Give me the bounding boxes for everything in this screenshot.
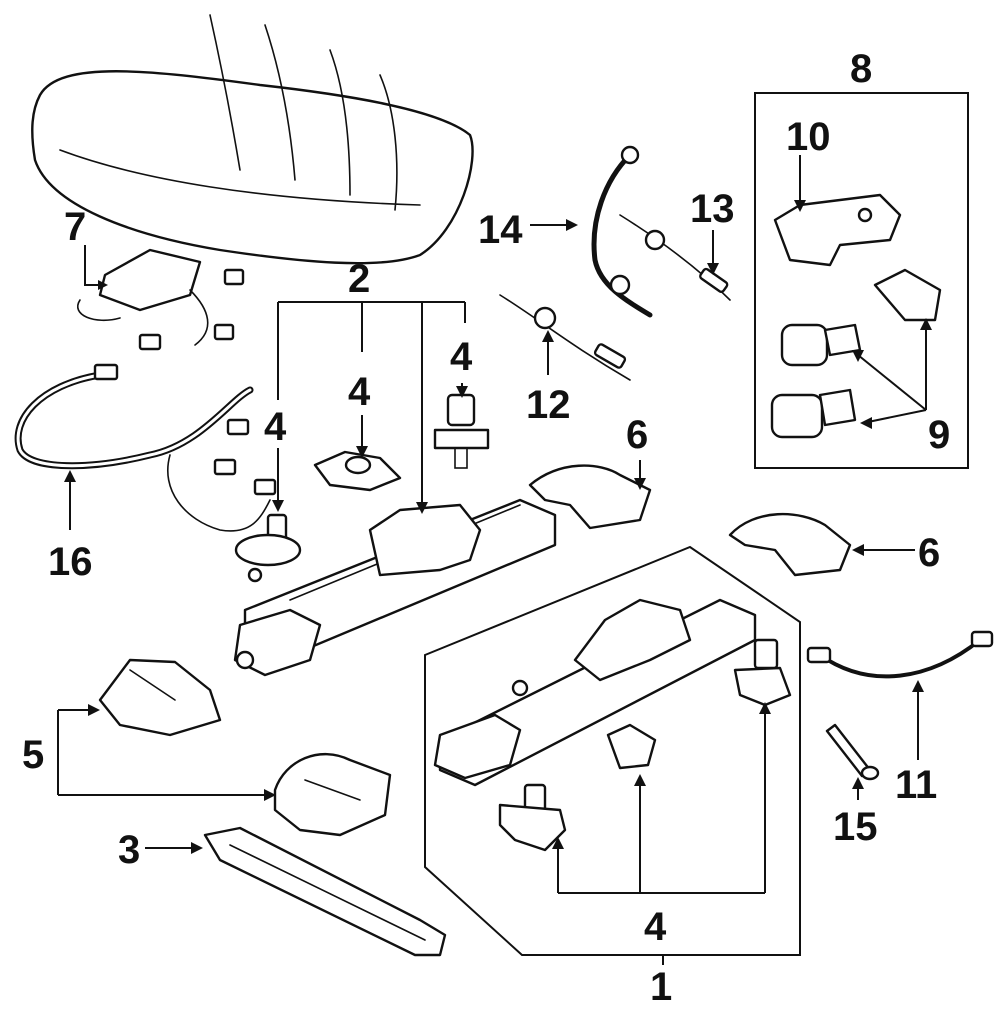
callout-5: 5 xyxy=(22,733,44,777)
cover-lower-2 xyxy=(273,752,392,837)
motor-lower-left xyxy=(498,783,567,852)
cable-12 xyxy=(499,294,631,381)
wiring-harness xyxy=(14,363,277,532)
callout-11: 11 xyxy=(895,763,937,807)
callout-4-middle: 4 xyxy=(348,370,371,414)
callout-4-lower: 4 xyxy=(644,905,667,949)
cable-11 xyxy=(806,630,994,679)
motor-left xyxy=(234,513,302,583)
motor-bracket-top xyxy=(313,450,402,492)
callout-6-upper: 6 xyxy=(626,413,648,457)
callout-8: 8 xyxy=(850,47,872,91)
callout-2: 2 xyxy=(348,257,370,301)
control-module xyxy=(77,248,245,351)
arrowheads xyxy=(64,200,932,854)
seat-track-upper xyxy=(233,498,557,677)
callout-14: 14 xyxy=(478,208,523,252)
motor-9b xyxy=(780,323,862,367)
leader-lines xyxy=(57,155,927,894)
cable-14 xyxy=(591,145,653,318)
callout-13: 13 xyxy=(690,187,735,231)
support-bar xyxy=(203,826,447,957)
callout-1: 1 xyxy=(650,965,672,1009)
motor-lower-middle xyxy=(606,723,657,770)
callout-numbers: 7 16 2 4 4 4 14 13 12 6 6 8 10 9 5 3 4 1… xyxy=(22,47,950,1009)
group-8-box xyxy=(754,92,969,469)
cable-13 xyxy=(619,214,731,301)
seat-track-lower xyxy=(433,598,757,787)
callout-15: 15 xyxy=(833,805,878,849)
motor-9a xyxy=(873,268,942,322)
group-1-outline xyxy=(424,545,801,956)
callout-6-right: 6 xyxy=(918,531,940,575)
callout-7: 7 xyxy=(64,205,86,249)
motor-lower-right xyxy=(733,638,792,707)
callout-3: 3 xyxy=(118,828,140,872)
callout-12: 12 xyxy=(526,383,571,427)
motor-9c xyxy=(770,388,857,439)
callout-16: 16 xyxy=(48,540,93,584)
cover-upper xyxy=(528,464,652,530)
motor-top-right xyxy=(433,393,490,469)
cover-right xyxy=(728,512,852,577)
callout-9: 9 xyxy=(928,413,950,457)
callout-10: 10 xyxy=(786,115,831,159)
bolt-15 xyxy=(825,723,880,781)
cover-lower-1 xyxy=(98,658,222,737)
callout-4-right: 4 xyxy=(450,335,473,379)
bracket-10 xyxy=(773,193,902,267)
seat-cushion xyxy=(31,14,474,265)
callout-4-left: 4 xyxy=(264,405,287,449)
